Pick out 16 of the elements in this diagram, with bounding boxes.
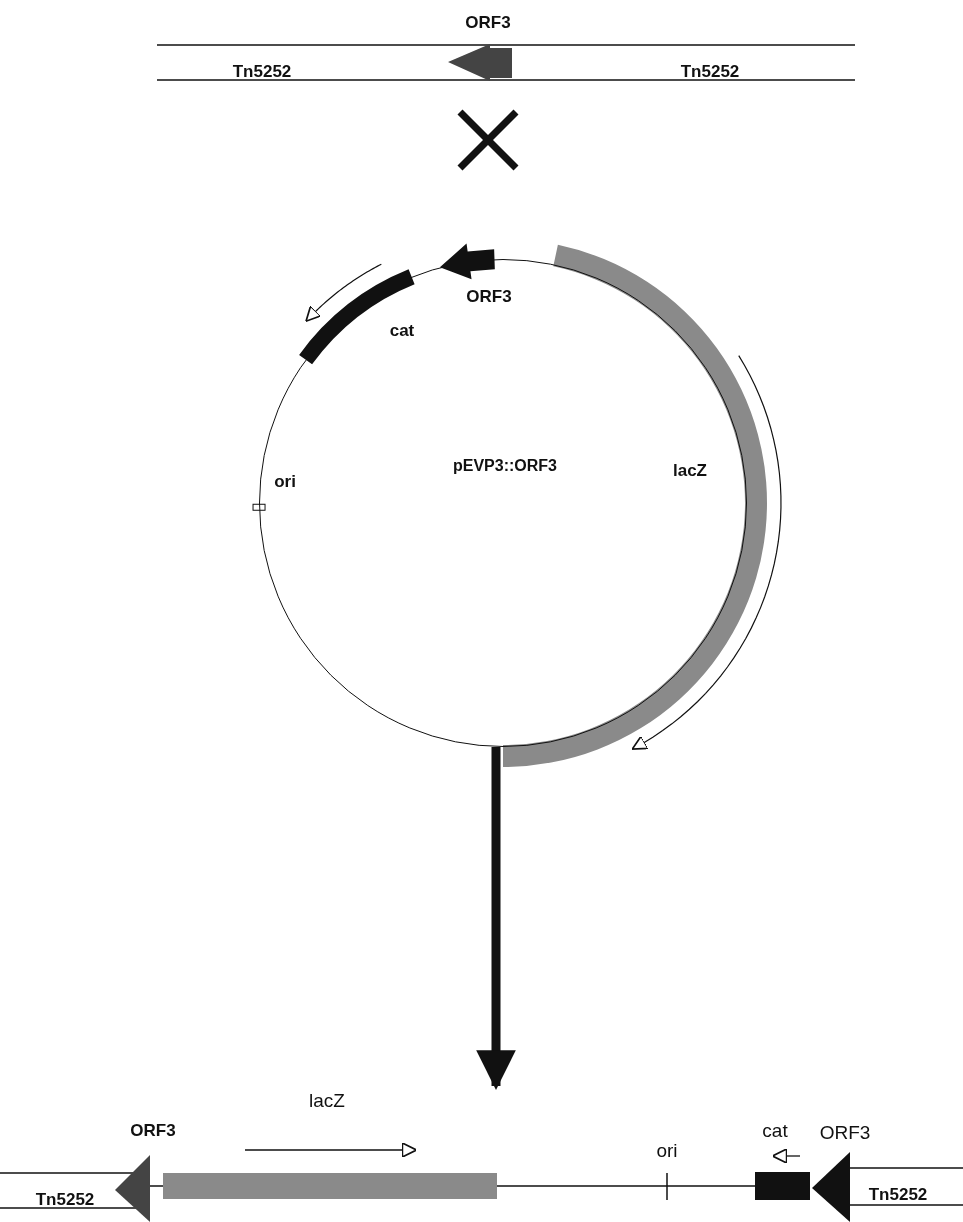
- gene-label: ORF3: [819, 1122, 871, 1142]
- gene-label: cat: [389, 321, 415, 339]
- gene-label: ORF3: [465, 13, 511, 31]
- origin-label: ori: [274, 472, 296, 490]
- plasmid-name: pEVP3::ORF3: [453, 458, 557, 474]
- transposon-label: Tn5252: [868, 1185, 928, 1203]
- gene-label: ORF3: [466, 287, 512, 305]
- gene-label: cat: [762, 1120, 788, 1140]
- gene-label: ORF3: [130, 1121, 176, 1139]
- gene-label: lacZ: [309, 1090, 345, 1110]
- gene-label: lacZ: [673, 461, 707, 479]
- arrow: [476, 747, 516, 1090]
- origin-label: ori: [656, 1140, 678, 1160]
- transposon-label: Tn5252: [680, 62, 740, 80]
- transposon-label: Tn5252: [35, 1190, 95, 1208]
- transposon-label: Tn5252: [232, 62, 292, 80]
